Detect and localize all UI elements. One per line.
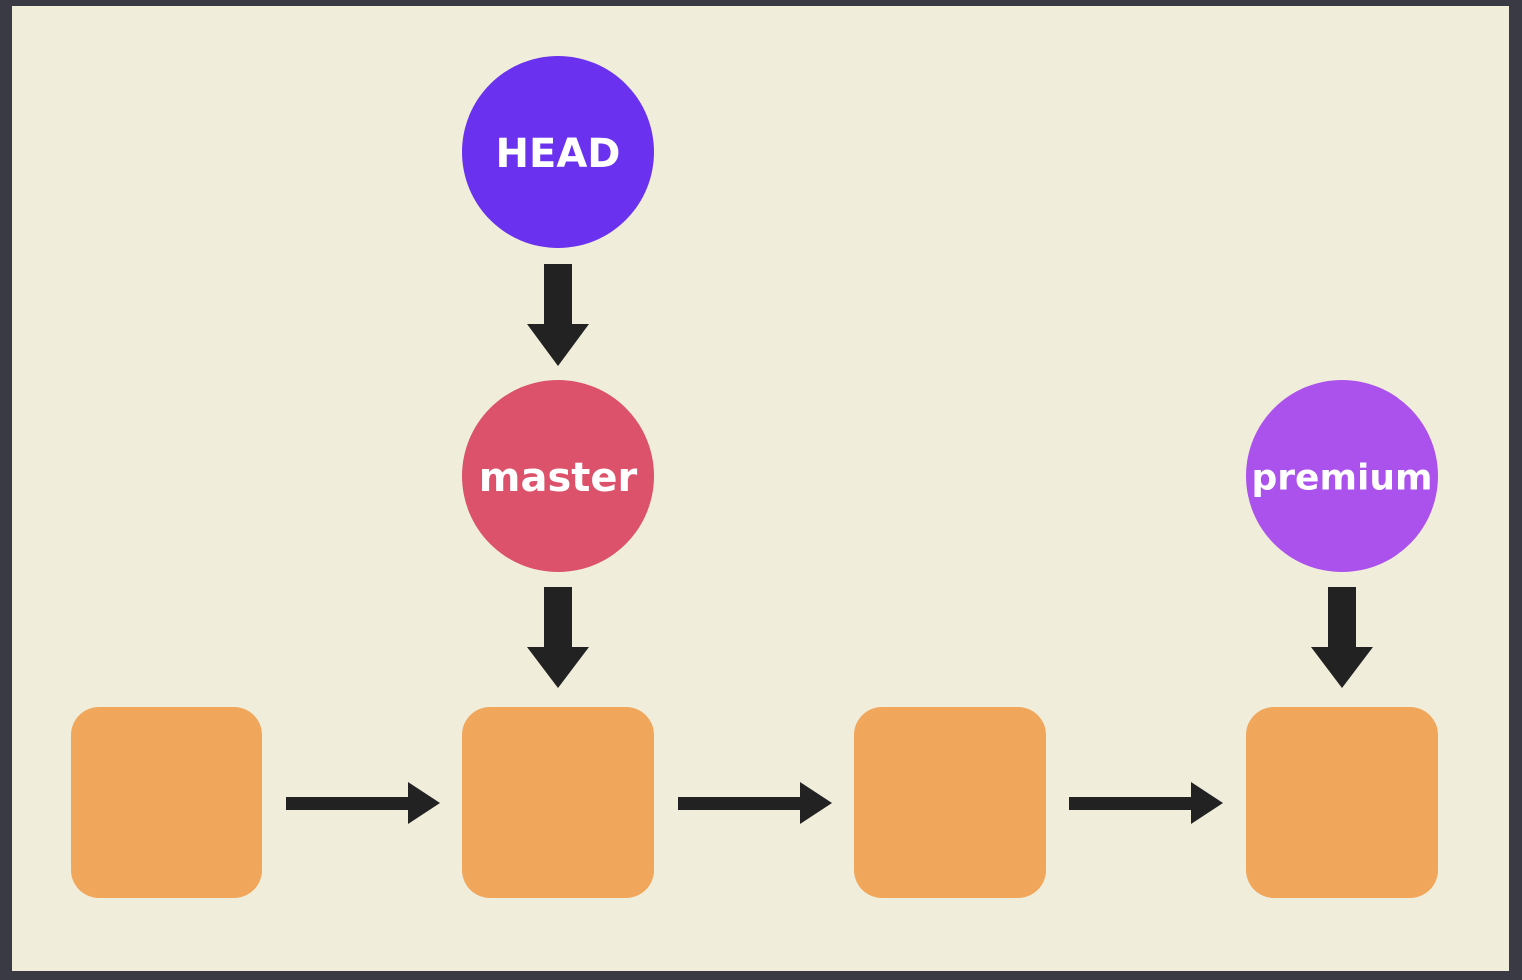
head-circle — [462, 56, 654, 248]
diagram-panel: HEAD master premium — [12, 6, 1509, 971]
git-branch-diagram: HEAD master premium — [71, 56, 1438, 898]
master-label: master — [479, 455, 638, 501]
arrow-commit-2-to-3 — [678, 782, 832, 824]
commit-4 — [1246, 707, 1438, 898]
arrow-commit-1-to-2 — [286, 782, 440, 824]
head-ref: HEAD — [462, 56, 654, 248]
commit-1 — [71, 707, 262, 898]
premium-ref: premium — [1246, 380, 1438, 572]
head-label: HEAD — [496, 131, 621, 177]
master-circle — [462, 380, 654, 572]
arrow-head-to-master — [527, 264, 589, 366]
master-ref: master — [462, 380, 654, 572]
arrow-premium-to-commit — [1311, 587, 1373, 688]
premium-circle — [1246, 380, 1438, 572]
arrow-master-to-commit — [527, 587, 589, 688]
premium-label: premium — [1252, 458, 1433, 499]
commit-3 — [854, 707, 1046, 898]
commit-2 — [462, 707, 654, 898]
arrow-commit-3-to-4 — [1069, 782, 1223, 824]
